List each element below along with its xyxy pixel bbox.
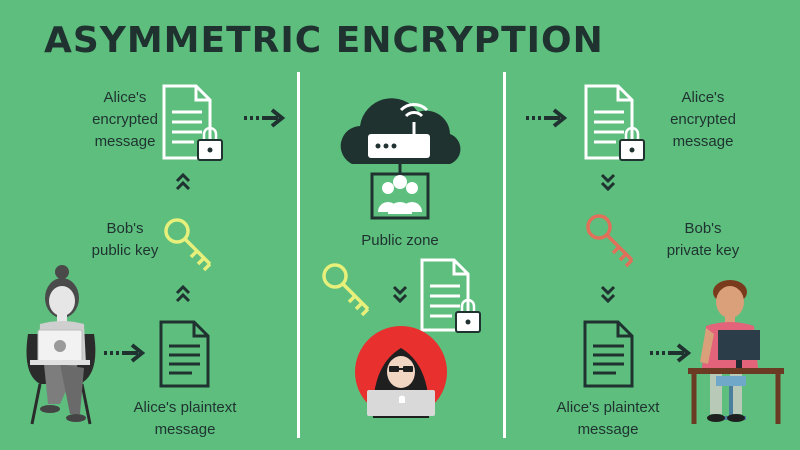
- chevron-down-icon: [600, 173, 616, 192]
- chevron-down-icon: [600, 285, 616, 304]
- padlock-icon: [619, 126, 645, 161]
- alice-icon: [26, 265, 96, 425]
- right-encrypted-label: Alice's encrypted message: [670, 89, 736, 150]
- bob-icon: [688, 280, 784, 424]
- padlock-icon: [455, 298, 481, 333]
- middle-encrypted-document-icon: [420, 258, 481, 333]
- chevron-up-icon: [175, 172, 191, 191]
- right-key-label: Bob's private key: [666, 220, 740, 259]
- cloud-icon: [340, 98, 461, 220]
- padlock-icon: [197, 126, 223, 161]
- divider-left: [297, 72, 300, 438]
- right-plaintext-label: Alice's plaintext message: [556, 399, 660, 438]
- public-key-icon: [164, 218, 212, 272]
- left-plaintext-label: Alice's plaintext message: [133, 399, 237, 438]
- public-key-icon: [322, 263, 370, 317]
- people-icon: [378, 175, 422, 214]
- chevron-down-icon: [392, 285, 408, 304]
- hacker-icon: [355, 326, 447, 418]
- arrow-icon: [104, 343, 146, 363]
- left-plaintext-document-icon: [159, 320, 210, 388]
- chevron-up-icon: [175, 284, 191, 303]
- private-key-icon: [586, 214, 634, 268]
- right-plaintext-document-icon: [583, 320, 634, 388]
- left-key-label: Bob's public key: [91, 220, 159, 259]
- right-encrypted-document-icon: [584, 84, 645, 161]
- arrow-icon: [244, 108, 286, 128]
- public-zone-label: Public zone: [361, 232, 439, 249]
- arrow-icon: [526, 108, 568, 128]
- divider-right: [503, 72, 506, 438]
- arrow-icon: [650, 343, 692, 363]
- page-title: ASYMMETRIC ENCRYPTION: [44, 20, 604, 61]
- left-encrypted-label: Alice's encrypted message: [92, 89, 158, 150]
- left-encrypted-document-icon: [162, 84, 223, 161]
- router-icon: [368, 103, 430, 158]
